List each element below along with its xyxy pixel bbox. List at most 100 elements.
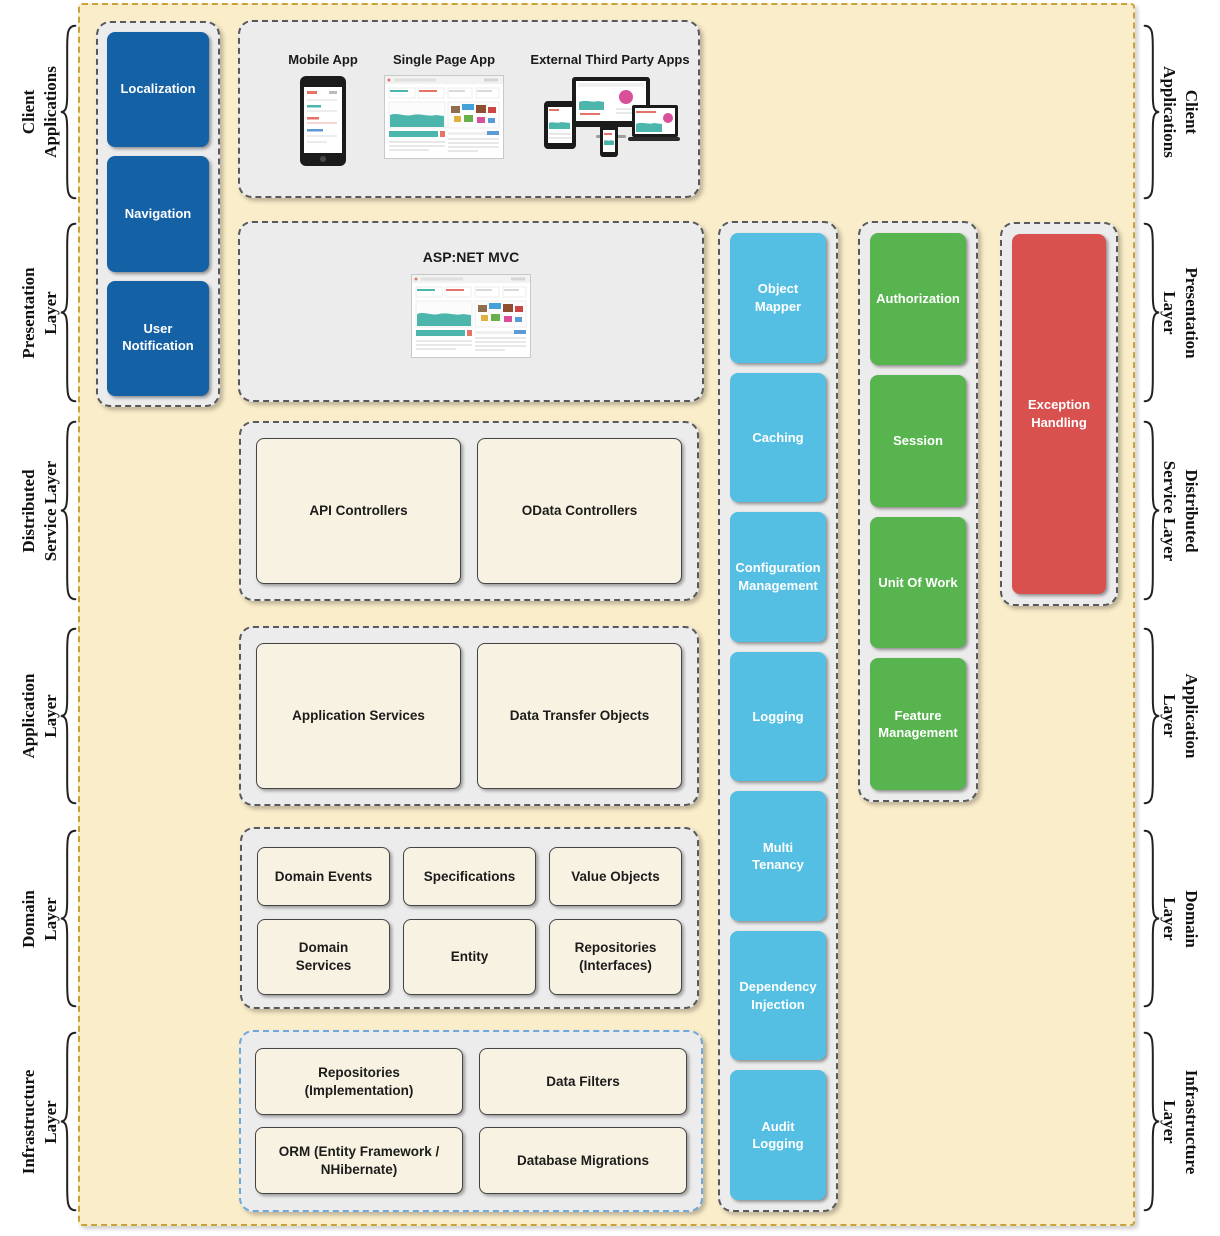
feature-management-box: Feature Management (870, 658, 966, 790)
aspects-column: Authorization Session Unit Of Work Featu… (858, 221, 978, 802)
layer-bracket-right-application: Application Layer (1140, 625, 1220, 807)
layer-bracket-left-domain: Domain Layer (0, 827, 80, 1010)
unit-of-work-box: Unit Of Work (870, 516, 966, 649)
mobile-app-figure: Mobile App (268, 52, 378, 167)
curly-brace-icon (1141, 829, 1161, 1008)
layer-bracket-left-infrastructure: Infrastructure Layer (0, 1029, 80, 1214)
layer-label: Infrastructure Layer (1158, 1069, 1202, 1174)
label-line: Service Layer (1160, 460, 1179, 561)
layer-bracket-right-client-applications: Client Applications (1140, 22, 1220, 202)
application-services-box: Application Services (256, 643, 461, 789)
domain-services-box: Domain Services (257, 918, 390, 995)
logging-box: Logging (730, 651, 826, 782)
domain-events-box: Domain Events (257, 847, 390, 906)
session-box: Session (870, 374, 966, 507)
data-filters-box: Data Filters (479, 1048, 687, 1115)
label-line: Domain (1182, 889, 1202, 948)
label-line: Layer (1160, 290, 1179, 335)
label-line: Layer (1160, 896, 1179, 941)
layer-label: Domain Layer (18, 890, 62, 948)
localization-box: Localization (107, 32, 209, 148)
layer-label: Domain Layer (1158, 890, 1202, 948)
label-line: Client (18, 89, 38, 135)
layer-label: Presentation Layer (1158, 267, 1202, 358)
spa-dashboard-image (384, 75, 504, 159)
data-transfer-objects-box: Data Transfer Objects (477, 643, 682, 789)
curly-brace-icon (1141, 1031, 1161, 1212)
label-line: Presentation (18, 266, 38, 359)
label-line: Applications (1160, 66, 1179, 158)
curly-brace-icon (59, 420, 79, 601)
label-line: Presentation (1182, 266, 1202, 359)
authorization-box: Authorization (870, 233, 966, 365)
label-line: Distributed (1182, 468, 1202, 553)
layer-label: Infrastructure Layer (18, 1069, 62, 1174)
database-migrations-box: Database Migrations (479, 1127, 687, 1194)
exception-column: Exception Handling (1000, 222, 1118, 606)
exception-handling-box: Exception Handling (1012, 234, 1106, 594)
external-apps-figure: External Third Party Apps (525, 52, 695, 159)
label-line: Layer (1160, 694, 1179, 738)
label-line: Application (1182, 673, 1202, 759)
user-notification-box: User Notification (107, 280, 209, 396)
layer-label: Client Applications (1158, 66, 1202, 158)
caching-box: Caching (730, 372, 826, 503)
curly-brace-icon (1141, 24, 1161, 200)
client-applications-container: Mobile App Single Page App (238, 20, 700, 198)
layer-label: Client Applications (18, 66, 62, 158)
layer-bracket-right-domain: Domain Layer (1140, 827, 1220, 1010)
dependency-injection-box: Dependency Injection (730, 930, 826, 1061)
label-line: Application (18, 673, 38, 759)
repositories-interfaces-box: Repositories (Interfaces) (549, 918, 682, 995)
layer-bracket-left-distributed-service: Distributed Service Layer (0, 418, 80, 603)
layer-label: Distributed Service Layer (18, 460, 62, 561)
mobile-app-label: Mobile App (288, 52, 358, 67)
label-line: Client (1182, 89, 1202, 135)
presentation-container: ASP:NET MVC (238, 221, 704, 402)
curly-brace-icon (1141, 420, 1161, 601)
configuration-management-box: Configuration Management (730, 512, 826, 642)
label-line: Layer (1160, 1099, 1179, 1144)
multi-tenancy-box: Multi Tenancy (730, 791, 826, 921)
value-objects-box: Value Objects (549, 847, 682, 906)
navigation-box: Navigation (107, 156, 209, 272)
mvc-title: ASP:NET MVC (422, 249, 520, 265)
layer-bracket-left-client-applications: Client Applications (0, 22, 80, 202)
curly-brace-icon (59, 627, 79, 805)
curly-brace-icon (59, 829, 79, 1008)
multi-device-image (544, 77, 680, 157)
layer-label: Distributed Service Layer (1158, 460, 1202, 561)
application-layer-container: Application Services Data Transfer Objec… (239, 626, 699, 806)
distributed-service-container: API Controllers OData Controllers (239, 421, 699, 601)
mvc-dashboard-image (411, 274, 531, 358)
single-page-app-label: Single Page App (392, 52, 496, 67)
label-line: Infrastructure (1182, 1069, 1202, 1174)
repositories-implementation-box: Repositories (Implementation) (255, 1048, 463, 1115)
object-mapper-box: Object Mapper (730, 233, 826, 363)
infrastructure-layer-container: Repositories (Implementation) Data Filte… (239, 1030, 703, 1212)
layer-label: Application Layer (18, 673, 62, 758)
layer-bracket-left-application: Application Layer (0, 625, 80, 807)
external-apps-label: External Third Party Apps (530, 52, 690, 67)
layer-bracket-left-presentation: Presentation Layer (0, 220, 80, 405)
client-widgets-container: Localization Navigation User Notificatio… (96, 21, 220, 407)
curly-brace-icon (59, 222, 79, 403)
layer-label: Presentation Layer (18, 267, 62, 358)
curly-brace-icon (1141, 222, 1161, 403)
layer-bracket-right-distributed-service: Distributed Service Layer (1140, 418, 1220, 603)
utilities-column: Object Mapper Caching Configuration Mana… (718, 221, 838, 1212)
label-line: Distributed (18, 468, 38, 553)
specifications-box: Specifications (403, 847, 536, 906)
curly-brace-icon (1141, 627, 1161, 805)
mobile-phone-image (300, 76, 346, 166)
entity-box: Entity (403, 918, 536, 995)
domain-layer-container: Domain Events Specifications Value Objec… (240, 827, 699, 1009)
curly-brace-icon (59, 24, 79, 200)
single-page-app-figure: Single Page App (384, 52, 504, 159)
curly-brace-icon (59, 1031, 79, 1212)
audit-logging-box: Audit Logging (730, 1070, 826, 1201)
odata-controllers-box: OData Controllers (477, 438, 682, 584)
layer-bracket-right-infrastructure: Infrastructure Layer (1140, 1029, 1220, 1214)
orm-box: ORM (Entity Framework / NHibernate) (255, 1127, 463, 1194)
